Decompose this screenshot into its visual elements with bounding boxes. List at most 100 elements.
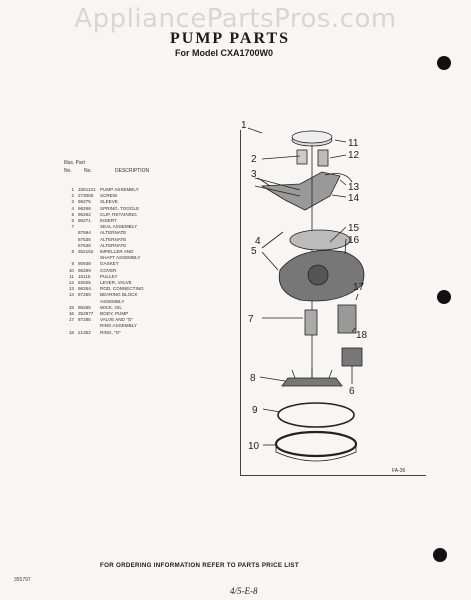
part-number: 352152 (78, 249, 94, 255)
part-description: CLIP, RETAINING (100, 211, 137, 217)
figure-label: FA-36 (392, 468, 406, 474)
handwritten-note: 4/5-E-8 (230, 586, 258, 596)
table-header-illus: Illus. Part (64, 160, 85, 166)
table-row: 7 SEAL ASSEMBLY (62, 224, 192, 230)
table-row: 15 96265 WICK, OIL (62, 305, 192, 311)
table-row: 17 87285 VALVE AND "O" (62, 317, 192, 323)
part-description: GASKET (100, 261, 119, 267)
part-number: 96262 (78, 211, 91, 217)
part-illus-number: 7 (71, 224, 74, 230)
valve-shape (337, 304, 357, 334)
part-number: 96265 (78, 304, 91, 310)
callout-1: 1 (241, 120, 247, 131)
part-description: ASSEMBLY (100, 298, 125, 304)
part-description: SLEEVE (100, 199, 118, 205)
table-header-description: DESCRIPTION (115, 168, 150, 174)
callout-16: 16 (348, 235, 360, 246)
part-description: ALTERNATE (100, 242, 127, 248)
callout-5: 5 (251, 246, 257, 257)
part-illus-number: 11 (69, 273, 74, 279)
callout-11: 11 (348, 138, 359, 149)
cover-shape (274, 430, 358, 458)
part-description: SCREW (100, 193, 118, 199)
part-description: ALTERNATE (100, 230, 127, 236)
part-number: 87260 (78, 292, 91, 298)
part-illus-number: 15 (68, 304, 74, 310)
part-illus-number: 3 (71, 199, 74, 205)
seal-shape (304, 309, 318, 336)
part-description: PULLEY (100, 273, 118, 279)
part-illus-number: 4 (71, 205, 74, 211)
bearing-block-shape (260, 171, 341, 211)
part-number: 352977 (78, 311, 94, 317)
part-number: 96275 (78, 199, 91, 205)
table-row: SHAFT ASSEMBLY (62, 255, 192, 261)
part-description: RING ASSEMBLY (100, 323, 137, 329)
callout-17: 17 (353, 282, 365, 293)
part-illus-number: 17 (68, 317, 74, 323)
part-description: ROD, CONNECTING (100, 286, 144, 292)
part-illus-number: 5 (71, 211, 74, 217)
part-description: ALTERNATE (100, 236, 127, 242)
binder-hole-top (437, 56, 451, 70)
callout-18: 18 (356, 330, 368, 341)
part-description: BODY, PUMP (100, 311, 129, 317)
part-number: 273050 (78, 193, 94, 199)
part-number: 21352 (78, 329, 91, 335)
table-row: 5 96262 CLIP, RETAINING (62, 212, 192, 218)
part-illus-number: 14 (68, 292, 74, 298)
part-description: LEVER, VALVE (100, 280, 132, 286)
part-description: BEARING BLOCK (100, 292, 138, 298)
sleeve-shape (296, 149, 308, 165)
table-row: RING ASSEMBLY (62, 323, 192, 329)
page-subtitle: For Model CXA1700W0 (175, 48, 274, 58)
callout-15: 15 (348, 223, 360, 234)
callout-3: 3 (251, 169, 257, 180)
part-description: WICK, OIL (100, 304, 122, 310)
table-row: 14 87260 BEARING BLOCK (62, 292, 192, 298)
table-row: 3 96275 SLEEVE (62, 199, 192, 205)
part-number: 87536 (78, 242, 91, 248)
diagram-frame (240, 130, 426, 476)
part-number: 96264 (78, 286, 91, 292)
part-illus-number: 10 (68, 267, 74, 273)
part-number: 3361131 (78, 187, 96, 192)
ordering-footer: FOR ORDERING INFORMATION REFER TO PARTS … (100, 562, 299, 569)
part-description: INSERT (100, 218, 117, 224)
binder-hole-middle (437, 290, 451, 304)
part-number: 87285 (78, 317, 91, 323)
table-row: 12 92825 LEVER, VALVE (62, 280, 192, 286)
callout-6: 6 (349, 386, 355, 397)
part-description: VALVE AND "O" (100, 317, 133, 323)
callout-2: 2 (251, 154, 257, 165)
callout-8: 8 (250, 373, 256, 384)
connecting-rod-shape (324, 173, 353, 183)
part-description: SPRING, TOGGLE (100, 205, 140, 211)
part-illus-number: 18 (68, 329, 74, 335)
callout-10: 10 (248, 441, 260, 452)
valve-lever-shape (317, 149, 329, 167)
table-header-no2: No. (84, 168, 92, 174)
table-row: 9 90938 GASKET (62, 261, 192, 267)
gasket-shape (277, 402, 355, 428)
part-number: 92825 (78, 280, 91, 286)
callout-9: 9 (252, 405, 258, 416)
part-number: 96269 (78, 267, 91, 273)
part-number: 90938 (78, 261, 91, 267)
insert-shape (341, 347, 363, 367)
document-code: 355797 (14, 577, 31, 583)
table-row: 87536 ALTERNATE (62, 243, 192, 249)
part-description: SEAL ASSEMBLY (100, 224, 138, 230)
part-illus-number: 12 (68, 280, 74, 286)
part-illus-number: 9 (71, 261, 74, 267)
table-header-no1: No. (64, 168, 72, 174)
